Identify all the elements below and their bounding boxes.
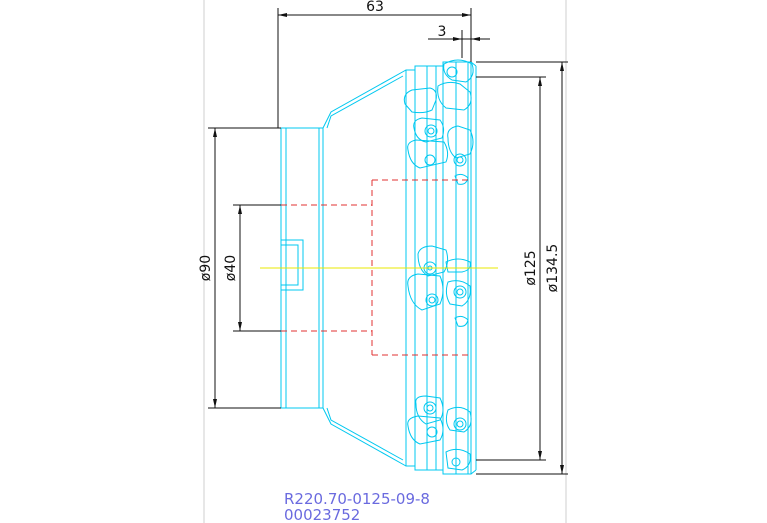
part-number: R220.70-0125-09-8 xyxy=(284,490,430,508)
insert-cluster-lower xyxy=(407,395,472,471)
dim-diameter-90: ø90 xyxy=(198,255,214,281)
dim-diameter-134-5: ø134.5 xyxy=(545,244,561,293)
insert-cluster-middle xyxy=(407,245,471,327)
dim-length-total: 63 xyxy=(366,0,384,15)
dimension-arrows xyxy=(213,13,564,474)
insert-cluster-top xyxy=(403,59,474,114)
insert-cluster-upper xyxy=(407,117,474,185)
dim-diameter-40: ø40 xyxy=(223,255,239,281)
dim-offset: 3 xyxy=(438,24,447,40)
dimension-lines xyxy=(208,8,568,475)
hidden-bore-lines xyxy=(281,179,470,356)
item-code: 00023752 xyxy=(284,506,360,523)
dim-diameter-125: ø125 xyxy=(523,250,539,285)
